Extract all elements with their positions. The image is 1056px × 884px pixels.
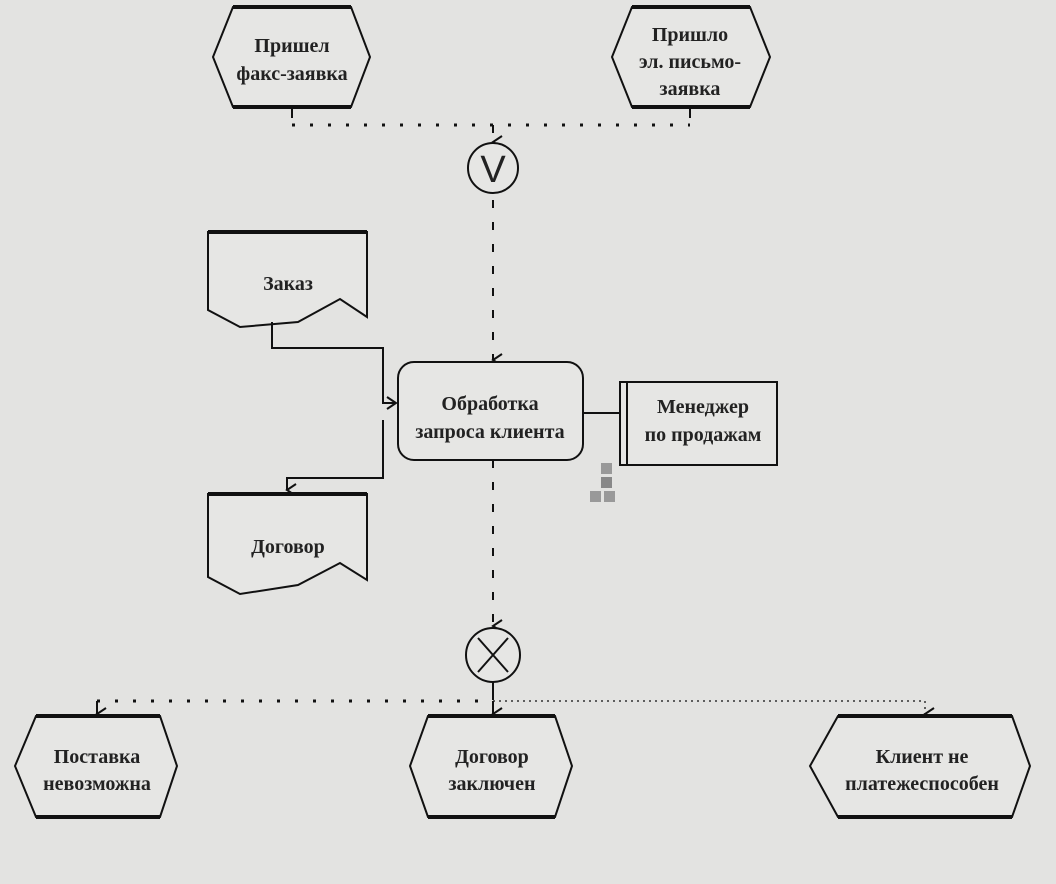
- org-unit-sales-manager: Менеджер по продажам: [619, 381, 778, 466]
- org-label: Менеджер: [657, 396, 749, 418]
- event-label: платежеспособен: [845, 773, 999, 795]
- function-label: запроса клиента: [415, 421, 564, 443]
- document-label: Договор: [251, 536, 325, 558]
- function-label: Обработка: [441, 393, 538, 415]
- order-input-link: [271, 322, 398, 410]
- event-label: заявка: [660, 78, 721, 100]
- or-symbol: V: [480, 149, 506, 191]
- event-email-received: Пришло эл. письмо- заявка: [610, 5, 772, 109]
- document-label: Заказ: [263, 273, 313, 295]
- document-contract: Договор: [207, 492, 368, 596]
- function-process-request: Обработка запроса клиента: [397, 361, 584, 461]
- event-fax-received: Пришел факс-заявка: [211, 5, 372, 109]
- event-contract-concluded: Договор заключен: [408, 714, 574, 819]
- org-label: по продажам: [645, 424, 762, 446]
- xor-connector: [465, 627, 521, 683]
- event-delivery-impossible: Поставка невозможна: [13, 714, 179, 819]
- event-label: Поставка: [54, 746, 141, 768]
- event-client-insolvent: Клиент не платежеспособен: [808, 714, 1032, 819]
- or-connector: V: [467, 142, 519, 194]
- org-structure-icon: [590, 463, 615, 502]
- event-label: Пришло: [652, 24, 728, 46]
- merge-flow: [291, 107, 691, 149]
- event-label: заключен: [449, 773, 536, 795]
- contract-output-link: [285, 420, 384, 497]
- event-label: Пришел: [254, 35, 329, 57]
- event-label: эл. письмо-: [639, 51, 741, 73]
- event-label: Договор: [455, 746, 529, 768]
- document-order: Заказ: [207, 230, 368, 329]
- event-label: Клиент не: [876, 746, 969, 768]
- event-label: факс-заявка: [236, 63, 347, 85]
- event-label: невозможна: [43, 773, 151, 795]
- split-flow: [95, 682, 935, 721]
